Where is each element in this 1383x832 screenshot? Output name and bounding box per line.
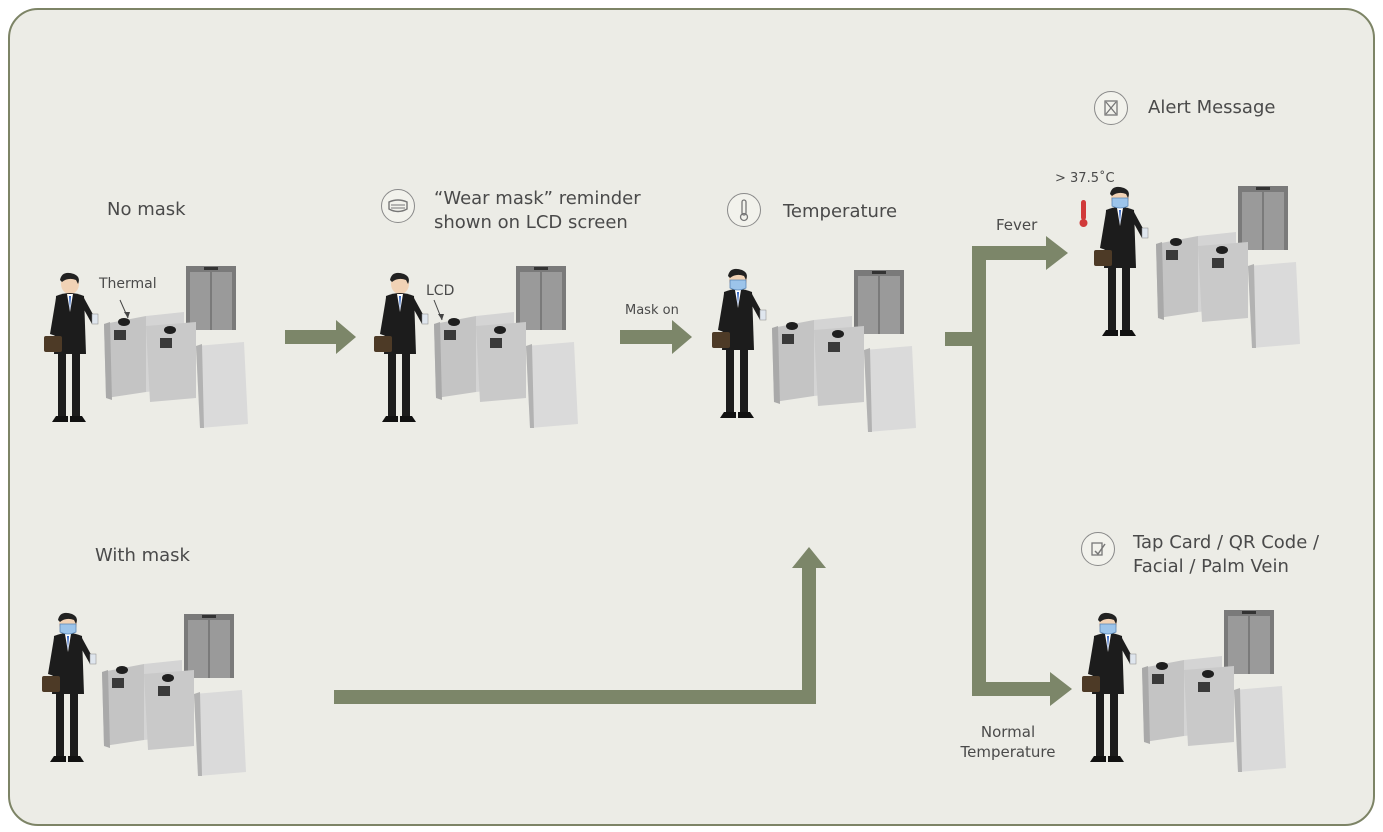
scene-fever: [1093, 185, 1301, 349]
thermometer-red-icon: [1079, 200, 1088, 227]
step-reminder-label-line1: “Wear mask” reminder: [434, 188, 641, 209]
arrow-temperature-split: [945, 236, 1072, 706]
mask-on-label: Mask on: [625, 303, 679, 318]
fever-label: Fever: [996, 216, 1038, 234]
alert-icon: [1094, 91, 1128, 125]
lcd-callout: LCD: [426, 283, 455, 299]
flow-arrows: [285, 236, 1072, 706]
arrow-no-mask-to-reminder: [285, 320, 356, 354]
thermal-callout: Thermal: [99, 276, 157, 292]
access-icon: [1081, 532, 1115, 566]
step-no-mask-label: No mask: [107, 199, 186, 220]
normal-label-line1: Normal: [980, 723, 1036, 741]
normal-label-line2: Temperature: [960, 743, 1056, 761]
step-with-mask-label: With mask: [95, 545, 190, 566]
step-access-label-line2: Facial / Palm Vein: [1133, 556, 1289, 577]
arrow-with-mask-to-temperature: [334, 547, 826, 704]
thermal-pointer: [119, 299, 130, 319]
step-temperature-label: Temperature: [783, 201, 898, 222]
step-access-label-line1: Tap Card / QR Code /: [1133, 532, 1320, 553]
temp-threshold-callout: > 37.5˚C: [1055, 171, 1115, 186]
scene-reminder: [373, 265, 579, 429]
step-alert-label: Alert Message: [1148, 97, 1276, 118]
arrow-mask-on: [620, 320, 692, 354]
lcd-pointer: [433, 299, 444, 321]
scene-with-mask: [41, 612, 247, 777]
thermometer-icon: [727, 193, 761, 227]
step-reminder-label-line2: shown on LCD screen: [434, 212, 628, 233]
scene-access: [1081, 609, 1287, 773]
mask-icon: [381, 189, 415, 223]
scene-temperature: [711, 268, 917, 433]
